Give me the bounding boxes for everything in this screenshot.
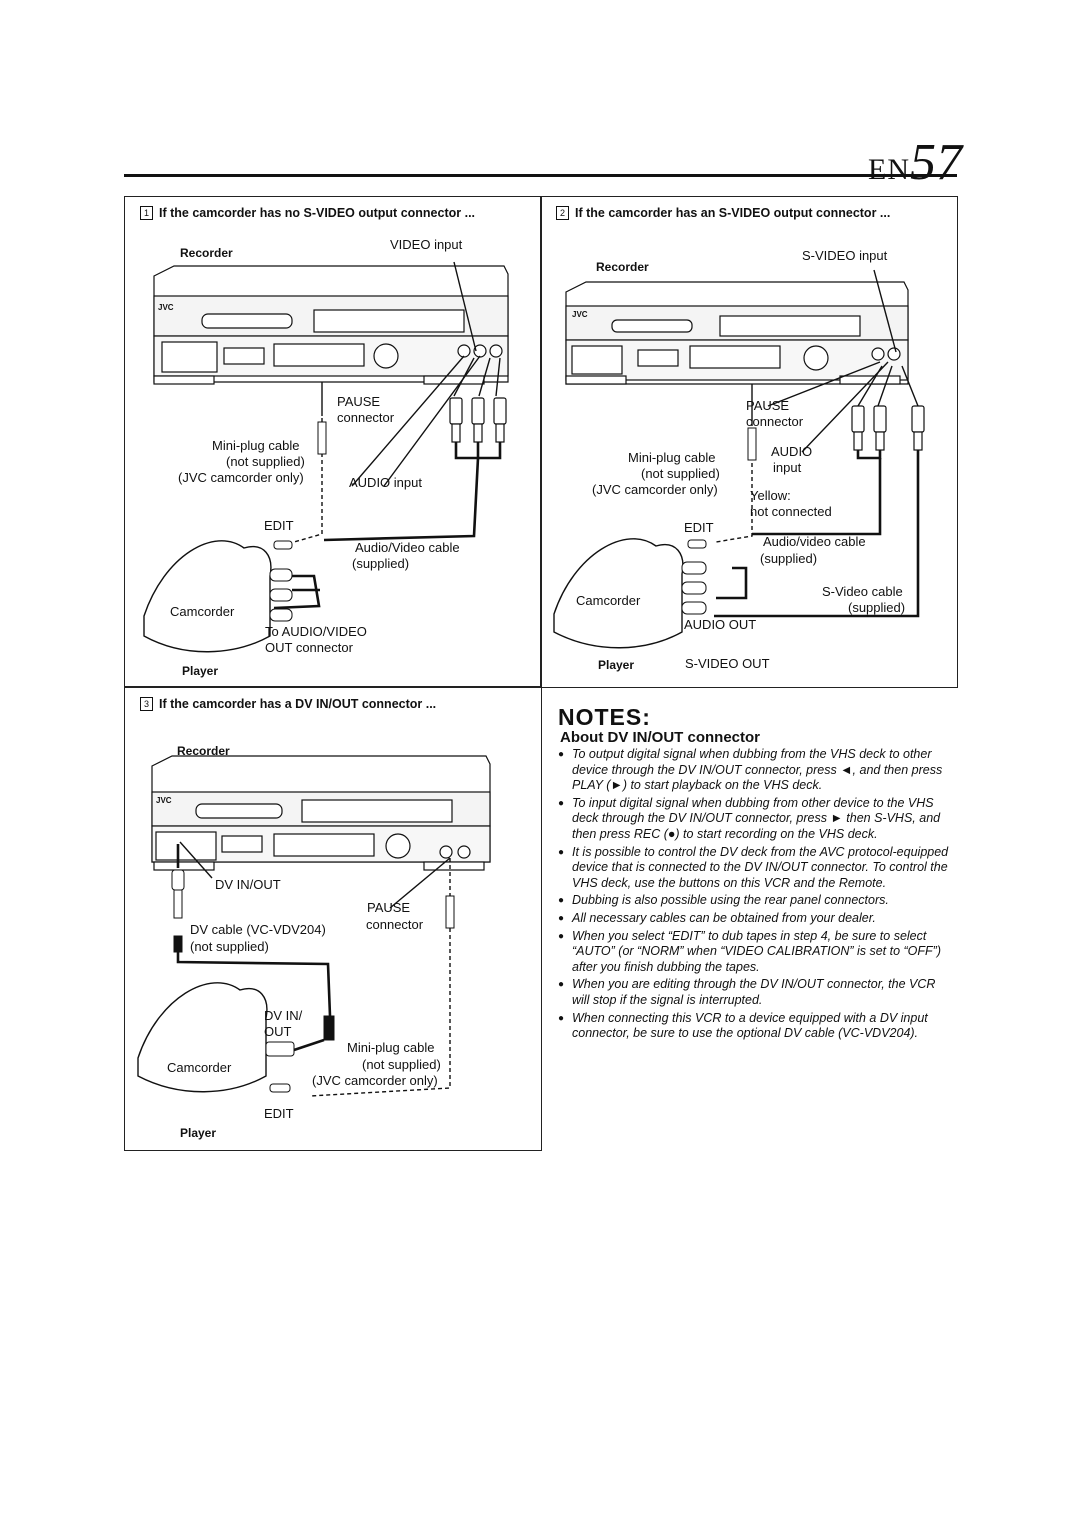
d3-connector-label: connector [366,917,424,932]
d1-video-input-label: VIDEO input [390,237,463,252]
d2-camcorder-label: Camcorder [576,593,641,608]
note-item: When connecting this VCR to a device equ… [558,1011,950,1042]
svg-text:JVC: JVC [156,796,172,805]
d2-mini-plug-label: Mini-plug cable [628,450,716,465]
d1-recorder-label: Recorder [180,246,233,260]
camcorder-1-illustration [143,540,272,653]
d1-connector-label: connector [337,410,395,425]
diagram-3-graphic: JVC [137,755,491,1097]
d3-dv-cable-label: DV cable (VC-VDV204) [190,922,326,937]
recorder-1-illustration [153,265,509,385]
d3-dv-in-label: DV IN/ [264,1008,303,1023]
d2-audio-label: AUDIO [771,444,813,459]
recorder-3-illustration [151,755,491,871]
d3-jvc-only-label: (JVC camcorder only) [312,1073,438,1088]
d2-sv-cable-label: S-Video cable [822,584,903,599]
d1-out-connector-label: OUT connector [265,640,353,655]
d1-mini-plug-label: Mini-plug cable [212,438,300,453]
step-2-number: 2 [556,206,569,220]
note-item: When you are editing through the DV IN/O… [558,977,950,1008]
note-item: Dubbing is also possible using the rear … [558,893,950,909]
d2-not-supplied-label: (not supplied) [641,466,720,481]
step-3-number: 3 [140,697,153,711]
note-item: To input digital signal when dubbing fro… [558,796,950,843]
page-header: EN57 [868,133,962,192]
d2-audio-out-label: AUDIO OUT [684,617,757,632]
camcorder-3-illustration [137,982,268,1093]
d1-supplied-label: (supplied) [352,556,410,571]
page-lang: EN [868,153,910,186]
notes-list: To output digital signal when dubbing fr… [558,747,950,1044]
mini-plug-3 [445,895,455,929]
diagram-2-graphic: JVC [553,269,925,649]
notes-title: NOTES: [558,704,651,730]
d2-player-label: Player [598,658,635,672]
d2-svideo-out-label: S-VIDEO OUT [685,656,770,671]
d2-av-cable-label: Audio/video cable [763,534,866,549]
step-2-header: 2 If the camcorder has an S-VIDEO output … [556,206,890,220]
diagram-1-graphic: JVC [143,261,509,653]
d1-not-supplied-label: (not supplied) [226,454,305,469]
d2-edit-label: EDIT [684,520,714,535]
rca-plugs-2 [851,405,925,451]
d3-edit-label: EDIT [264,1106,294,1121]
d2-connector-label: connector [746,414,804,429]
d2-recorder-label: Recorder [596,260,649,274]
note-item: When you select “EDIT” to dub tapes in s… [558,929,950,976]
panel-3-frame [124,686,542,1151]
camcorder-1-jacks [269,540,293,622]
d1-edit-label: EDIT [264,518,294,533]
d1-av-cable-label: Audio/Video cable [355,540,460,555]
step-3-title: If the camcorder has a DV IN/OUT connect… [159,697,437,711]
note-item: To output digital signal when dubbing fr… [558,747,950,794]
d3-camcorder-label: Camcorder [167,1060,232,1075]
d3-recorder-label: Recorder [177,744,230,758]
d2-svideo-input-label: S-VIDEO input [802,248,888,263]
panel-1-frame [124,196,542,688]
step-1-title: If the camcorder has no S-VIDEO output c… [159,206,476,220]
d3-dv-inout-label: DV IN/OUT [215,877,281,892]
step-3-header: 3 If the camcorder has a DV IN/OUT connec… [140,697,436,711]
header-rule [124,174,957,177]
d1-pause-label: PAUSE [337,394,381,409]
step-2-title: If the camcorder has an S-VIDEO output c… [575,206,891,220]
d2-supplied-label: (supplied) [760,551,818,566]
recorder-2-illustration [565,281,909,385]
step-1-header: 1 If the camcorder has no S-VIDEO output … [140,206,475,220]
dv-plug-3 [171,869,335,1041]
svg-text:JVC: JVC [572,310,588,319]
d2-sv-supplied-label: (supplied) [848,600,906,615]
d1-jvc-only-label: (JVC camcorder only) [178,470,304,485]
mini-plug-2 [747,427,757,461]
note-item: It is possible to control the DV deck fr… [558,845,950,892]
d3-out-label: OUT [264,1024,292,1039]
d2-pause-label: PAUSE [746,398,790,413]
d2-input-label: input [773,460,802,475]
d3-not-supplied-label: (not supplied) [190,939,269,954]
d1-player-label: Player [182,664,219,678]
note-item: All necessary cables can be obtained fro… [558,911,950,927]
rca-plugs-1 [449,397,507,443]
page-number: 57 [910,134,962,191]
d1-audio-input-label: AUDIO input [349,475,422,490]
d2-not-connected-label: not connected [750,504,832,519]
d2-yellow-label: Yellow: [750,488,791,503]
d3-mini-plug-label: Mini-plug cable [347,1040,435,1055]
d3-player-label: Player [180,1126,217,1140]
step-1-number: 1 [140,206,153,220]
d1-to-av-label: To AUDIO/VIDEO [265,624,367,639]
camcorder-3-jacks [265,1041,295,1093]
d1-camcorder-label: Camcorder [170,604,235,619]
camcorder-2-illustration [553,538,684,649]
d3-not-supplied2-label: (not supplied) [362,1057,441,1072]
notes-subtitle: About DV IN/OUT connector [560,729,760,746]
svg-text:JVC: JVC [158,303,174,312]
panel-2-frame [540,196,958,688]
mini-plug-1 [317,421,327,455]
d2-jvc-only-label: (JVC camcorder only) [592,482,718,497]
camcorder-2-jacks [681,539,707,615]
d3-pause-label: PAUSE [367,900,411,915]
